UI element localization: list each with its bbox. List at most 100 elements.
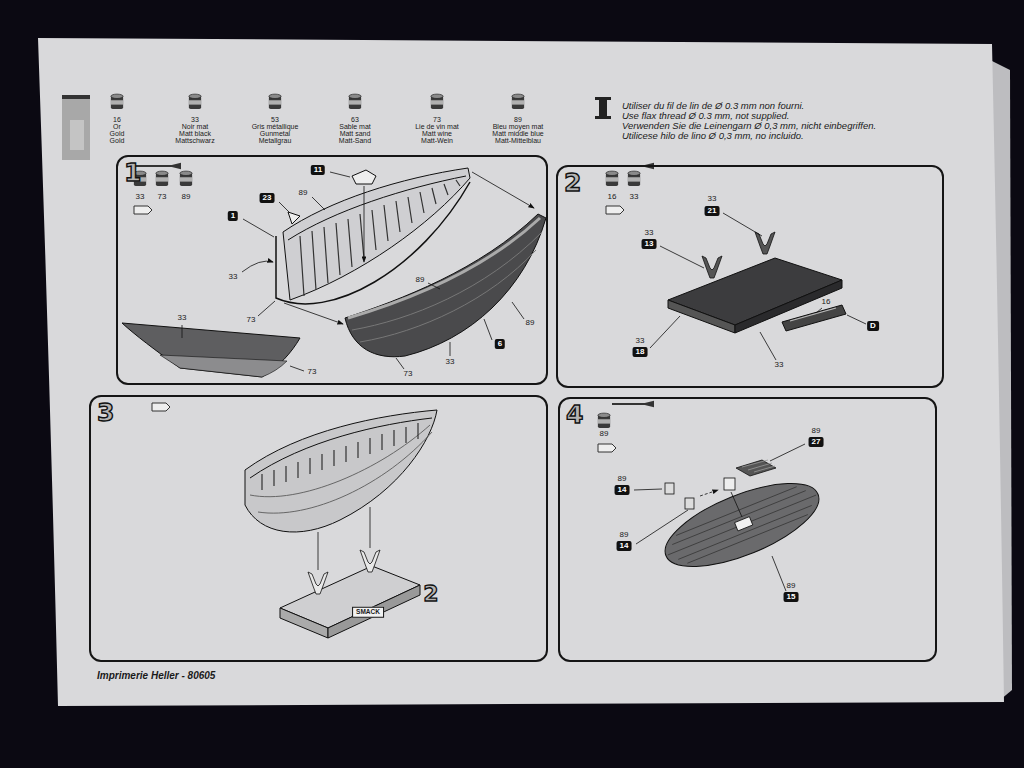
deck-floor (678, 505, 812, 559)
side-profile-hull (122, 323, 300, 377)
part-number: 1 (228, 211, 238, 221)
paint-number: 33 (229, 273, 238, 281)
leader-line (284, 303, 343, 324)
paint-number: 33 (178, 314, 187, 322)
leader-line (243, 219, 274, 237)
paint-reference: Noir mat (182, 123, 208, 130)
paint-reference: Gris métallique (252, 123, 299, 130)
paper-sheet (38, 38, 1012, 706)
nameplate-text: SMACK (352, 607, 384, 618)
leader-line (450, 342, 451, 356)
deck-parts (665, 483, 674, 494)
paint-number: 89 (526, 319, 535, 327)
paint-number: 33 (136, 193, 145, 201)
brush-icon (645, 402, 653, 406)
thread-spool (595, 97, 611, 100)
paint-reference: Gold (110, 130, 125, 137)
outer-hull (348, 218, 540, 318)
paint-reference: 33 (191, 116, 199, 123)
paint-reference: Metallgrau (259, 137, 292, 144)
leader-line (484, 319, 492, 340)
thread-spool (599, 99, 607, 117)
paint-pot-icon (111, 94, 640, 428)
step-panel: 3 (89, 395, 548, 662)
paint-reference: 73 (433, 116, 441, 123)
stand-base (668, 258, 846, 333)
outer-hull (352, 232, 542, 342)
deck-floor (655, 466, 830, 583)
stand-base (668, 300, 735, 333)
glue-icon (152, 403, 170, 411)
deck-parts (724, 478, 735, 490)
deck-floor (668, 495, 816, 555)
side-profile-hull (122, 323, 300, 377)
paint-number: 33 (645, 229, 654, 237)
printer-imprint: Imprimerie Heller - 80605 (97, 671, 215, 681)
paint-number: 89 (600, 430, 609, 438)
boat-on-stand (245, 410, 437, 532)
deck-floor (672, 491, 806, 545)
paint-number: 33 (708, 195, 717, 203)
paint-reference: Bleu moyen mat (493, 123, 544, 130)
deck-parts (736, 460, 776, 476)
paint-number: 73 (158, 193, 167, 201)
leader-line (290, 366, 304, 371)
cradle (755, 232, 775, 254)
step-number: 4 (566, 402, 583, 427)
leader-line (847, 315, 866, 324)
paint-reference: Gold (110, 137, 125, 144)
deck-parts (742, 460, 775, 472)
step-number: 1 (124, 160, 141, 185)
leader-line (760, 332, 776, 360)
inner-hull (288, 176, 466, 240)
paint-number: 89 (299, 189, 308, 197)
paint-reference: Or (113, 123, 121, 130)
step-reference: 2 (423, 583, 438, 605)
side-profile-hull (160, 355, 287, 377)
part-number: D (867, 321, 879, 331)
paint-pot-icon (189, 94, 201, 109)
thread-spool (595, 116, 611, 119)
leader-line (279, 202, 289, 212)
leader-line (816, 308, 822, 313)
leader-line (428, 283, 440, 289)
paint-pot-icon (111, 94, 123, 109)
brush-icon (612, 403, 645, 405)
outer-hull (345, 214, 546, 357)
paint-number: 73 (247, 316, 256, 324)
paint-reference: Sable mat (339, 123, 371, 130)
part-number: 13 (642, 239, 657, 249)
brush-icon (172, 164, 180, 168)
deck-parts (700, 490, 718, 496)
paint-reference: Mattschwarz (175, 137, 214, 144)
step-number: 3 (97, 400, 114, 425)
leader-line (512, 302, 524, 319)
glue-icon (134, 206, 152, 214)
step-number: 2 (564, 170, 581, 195)
stand-base (280, 566, 420, 638)
leader-line (772, 556, 786, 591)
part-number: 21 (705, 206, 720, 216)
stand-base (790, 308, 836, 321)
part-number: 18 (633, 347, 648, 357)
cradle (702, 256, 722, 278)
paint-number: 89 (812, 427, 821, 435)
boat-on-stand (250, 425, 432, 513)
leader-line (472, 172, 534, 208)
glue-icon (598, 444, 616, 452)
paint-reference: Matt middle blue (492, 130, 543, 137)
paint-pot-icon (606, 171, 618, 186)
boat-on-stand (245, 410, 437, 570)
part-number: 15 (784, 592, 799, 602)
paint-pot-icon (180, 171, 192, 186)
deck-floor (655, 466, 830, 583)
paint-number: 89 (618, 475, 627, 483)
leader-line (634, 444, 805, 591)
leader-line (330, 172, 350, 177)
paint-number: 33 (636, 337, 645, 345)
paint-number: 89 (182, 193, 191, 201)
paint-reference: 16 (113, 116, 121, 123)
paint-number: 16 (608, 193, 617, 201)
leader-line (636, 510, 688, 544)
paint-pot-icon (431, 94, 443, 109)
